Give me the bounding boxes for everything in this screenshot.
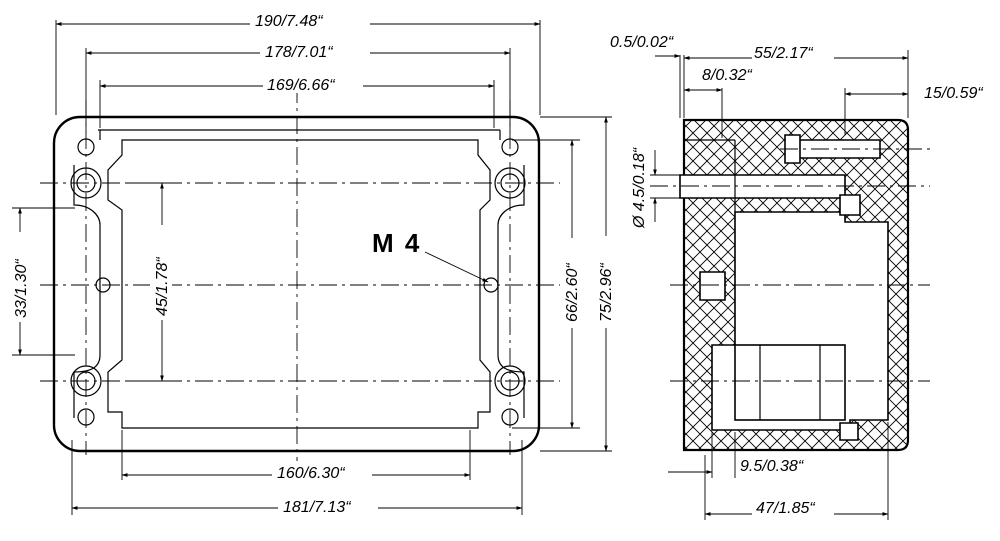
front-view: 190/7.48“ 178/7.01“ 169/6.66“ 160/6.30“ … xyxy=(10,10,616,516)
plate-contour-right xyxy=(497,165,525,418)
dim-inner-depth: 47/1.85“ xyxy=(756,500,816,517)
dim-left-height: 33/1.30“ xyxy=(13,258,30,318)
bottom-screw xyxy=(839,422,859,441)
dim-base-width: 181/7.13“ xyxy=(283,499,352,516)
dim-inner-height: 45/1.78“ xyxy=(154,256,171,316)
lower-insert xyxy=(734,344,846,421)
dim-overall-width: 190/7.48“ xyxy=(255,13,324,30)
side-bolt-end xyxy=(839,194,861,216)
plate-contour-left xyxy=(73,165,101,418)
thread-label-m4: M 4 xyxy=(372,228,421,258)
side-view: 0.5/0.02“ 55/2.17“ 8/0.32“ 15/0.59“ Ø 4.… xyxy=(610,30,1000,520)
dim-overall-height: 75/2.96“ xyxy=(598,262,615,322)
dim-bottom-width: 160/6.30“ xyxy=(277,465,346,482)
dim-inner-offset: 9.5/0.38“ xyxy=(740,458,805,475)
dim-flange: 8/0.32“ xyxy=(702,67,753,84)
dim-inner-width: 169/6.66“ xyxy=(267,77,336,94)
dim-hole-dia: Ø 4.5/0.18“ xyxy=(631,146,648,229)
dim-gap: 0.5/0.02“ xyxy=(610,34,675,51)
flange-plate-outline xyxy=(52,115,541,453)
mounting-holes xyxy=(70,138,526,426)
dim-hole-spacing: 178/7.01“ xyxy=(265,44,334,61)
dim-depth: 55/2.17“ xyxy=(754,45,814,62)
dim-hole-height: 66/2.60“ xyxy=(564,262,581,322)
middle-screw xyxy=(699,271,726,301)
rim-outline xyxy=(98,129,501,140)
housing-inner-outline xyxy=(107,139,491,429)
side-bolt xyxy=(679,174,846,199)
dim-right: 15/0.59“ xyxy=(924,85,984,102)
